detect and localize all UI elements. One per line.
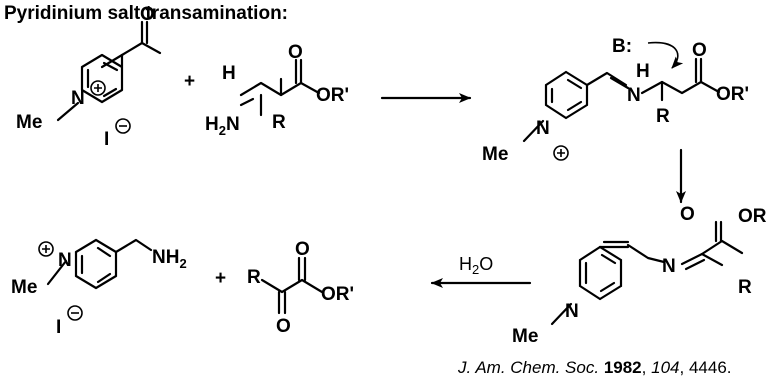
ester-group: OR: [738, 206, 767, 227]
plus-sign-2: +: [215, 268, 226, 289]
keto-ester: R O O OR': [247, 239, 354, 337]
ester-carbonyl-oxygen: O: [288, 42, 303, 63]
carbonyl-oxygen: O: [140, 4, 155, 25]
amine-label: H2N: [205, 114, 240, 138]
ring-nitrogen: N: [58, 250, 72, 271]
enamine-intermediate: O OR R N N Me: [512, 204, 767, 347]
r-group: R: [247, 267, 261, 288]
imine-nitrogen: N: [662, 256, 676, 277]
ester-carbonyl-oxygen: O: [692, 40, 707, 61]
iodide-label: I: [104, 129, 109, 150]
amine-label: NH2: [152, 247, 187, 271]
imine-nitrogen: N: [627, 85, 641, 106]
methyl-label: Me: [482, 144, 508, 165]
methyl-label: Me: [16, 112, 42, 133]
alpha-hydrogen: H: [636, 61, 650, 82]
ring-nitrogen: N: [536, 118, 550, 139]
ester-carbonyl-oxygen: O: [680, 204, 695, 225]
base-label: B:: [612, 36, 632, 57]
ester-group: OR': [321, 284, 354, 305]
methyl-label: Me: [11, 277, 37, 298]
alpha-hydrogen: H: [222, 63, 236, 84]
r-group: R: [272, 112, 286, 133]
pyridinium-amine: N Me I NH2: [11, 238, 187, 338]
ester-group: OR': [716, 84, 749, 105]
r-group: R: [656, 106, 670, 127]
methyl-label: Me: [512, 326, 538, 347]
reagent-label: H2O: [459, 254, 493, 277]
ketone-oxygen: O: [295, 239, 310, 260]
pyridinium-aldimine: B: H O OR' R N N Me: [482, 36, 749, 165]
amino-ester: H O OR' H2N R: [205, 42, 349, 138]
ester-group: OR': [316, 85, 349, 106]
r-group: R: [738, 277, 752, 298]
pyridinium-aldehyde: O N Me I: [16, 4, 162, 150]
iodide-label: I: [56, 317, 61, 338]
ring-nitrogen: N: [71, 88, 85, 109]
ester-carbonyl-oxygen: O: [276, 316, 291, 337]
citation: J. Am. Chem. Soc. 1982, 104, 4446.: [457, 358, 732, 377]
plus-sign-1: +: [184, 71, 195, 92]
ring-nitrogen: N: [565, 301, 579, 322]
scheme-title: Pyridinium salt transamination:: [4, 3, 288, 24]
